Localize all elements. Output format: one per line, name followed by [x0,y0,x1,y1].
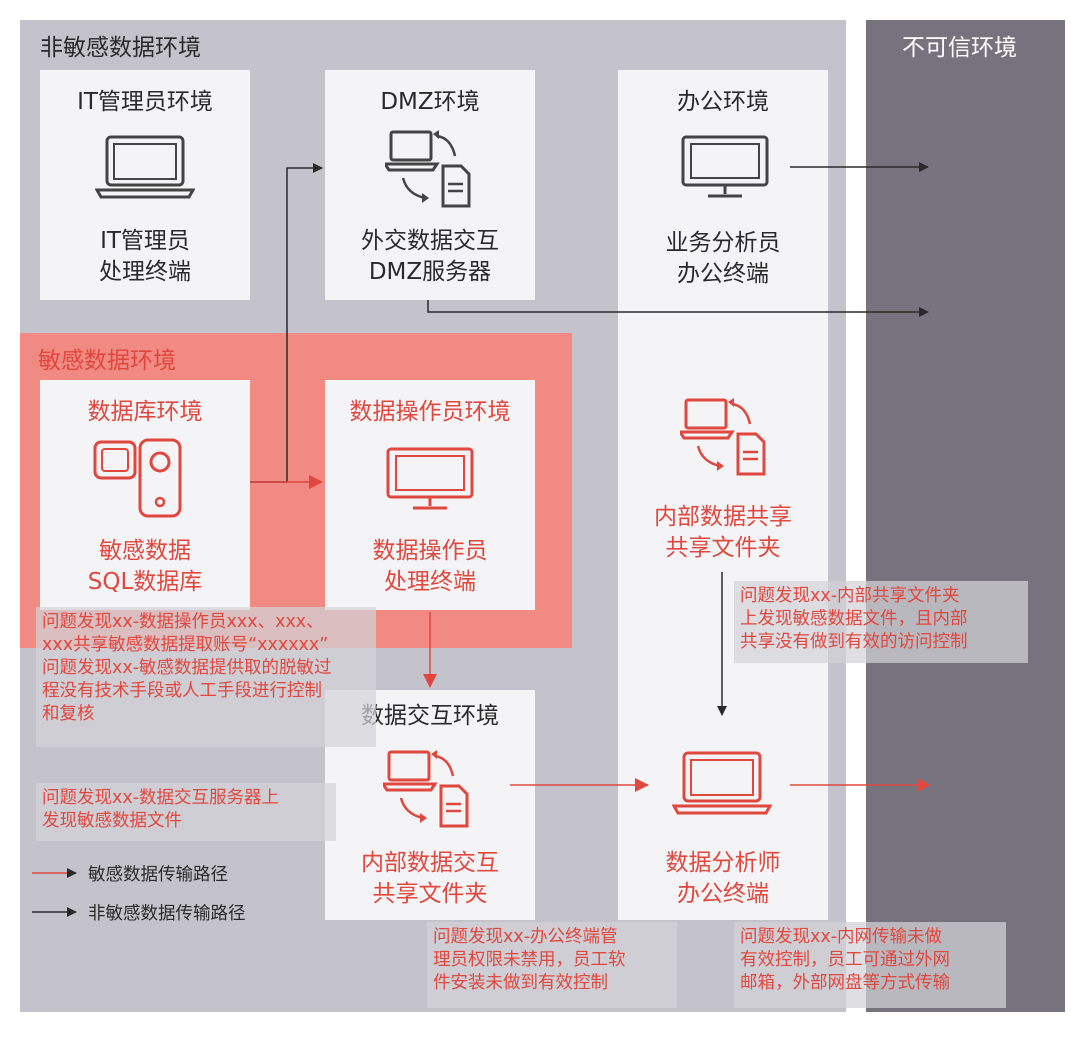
issue-note-operator: 问题发现xx-数据操作员xxx、xxx、xxx共享敏感数据提取账号“xxxxxx… [36,607,376,747]
untrusted-zone [866,20,1065,1012]
issue-note-office-terminal: 问题发现xx-办公终端管理员权限未禁用，员工软件安装未做到有效控制 [427,922,677,1008]
sensitive-zone-title: 敏感数据环境 [38,348,176,374]
it-admin-environment-title: IT管理员环境 [77,89,213,115]
office-environment-box: 办公环境 业务分析员办公终端 内部数据共享共享文件夹 [618,70,828,920]
database-environment-title: 数据库环境 [87,399,203,425]
operator-environment-box: 数据操作员环境 数据操作员处理终端 [325,380,535,610]
laptop-icon [671,750,773,820]
legend-non-sensitive-path: 非敏感数据传输路径 [88,904,246,924]
issue-note-exchange-server: 问题发现xx-数据交互服务器上发现敏感数据文件 [36,783,336,841]
dmz-environment-title: DMZ环境 [380,89,480,115]
issue-note-network-transfer: 问题发现xx-内网传输未做有效控制，员工可通过外网邮箱，外部网盘等方式传输 [734,922,1006,1008]
database-camera-icon [92,438,188,524]
exchange-environment-box: 数据交互环境 内部数据交互共享文件夹 [325,690,535,920]
arrow-dmz-to-untrusted [427,300,929,317]
laptop-file-exchange-icon [380,748,473,832]
office-terminal-label: 业务分析员办公终端 [665,230,781,287]
it-admin-terminal-label: IT管理员处理终端 [99,228,191,285]
it-admin-environment-box: IT管理员环境 IT管理员处理终端 [40,70,250,300]
operator-terminal-label: 数据操作员处理终端 [372,538,488,595]
untrusted-zone-title: 不可信环境 [902,35,1017,61]
monitor-icon [385,446,475,516]
laptop-file-exchange-icon [677,396,770,480]
office-environment-title: 办公环境 [677,89,769,115]
internal-share-label: 内部数据共享共享文件夹 [654,504,792,561]
laptop-file-exchange-icon [382,128,475,212]
exchange-environment-title: 数据交互环境 [361,703,499,729]
monitor-icon [680,134,770,204]
issue-note-internal-share: 问题发现xx-内部共享文件夹上发现敏感数据文件，且内部共享没有做到有效的访问控制 [734,581,1028,663]
legend-sensitive-path: 敏感数据传输路径 [88,865,228,885]
data-analyst-label: 数据分析师办公终端 [665,850,781,907]
operator-environment-title: 数据操作员环境 [349,399,511,425]
non-sensitive-zone-title: 非敏感数据环境 [40,35,201,61]
internal-exchange-label: 内部数据交互共享文件夹 [361,850,499,907]
laptop-icon [94,134,196,204]
arrow-db-to-dmz [250,163,323,483]
